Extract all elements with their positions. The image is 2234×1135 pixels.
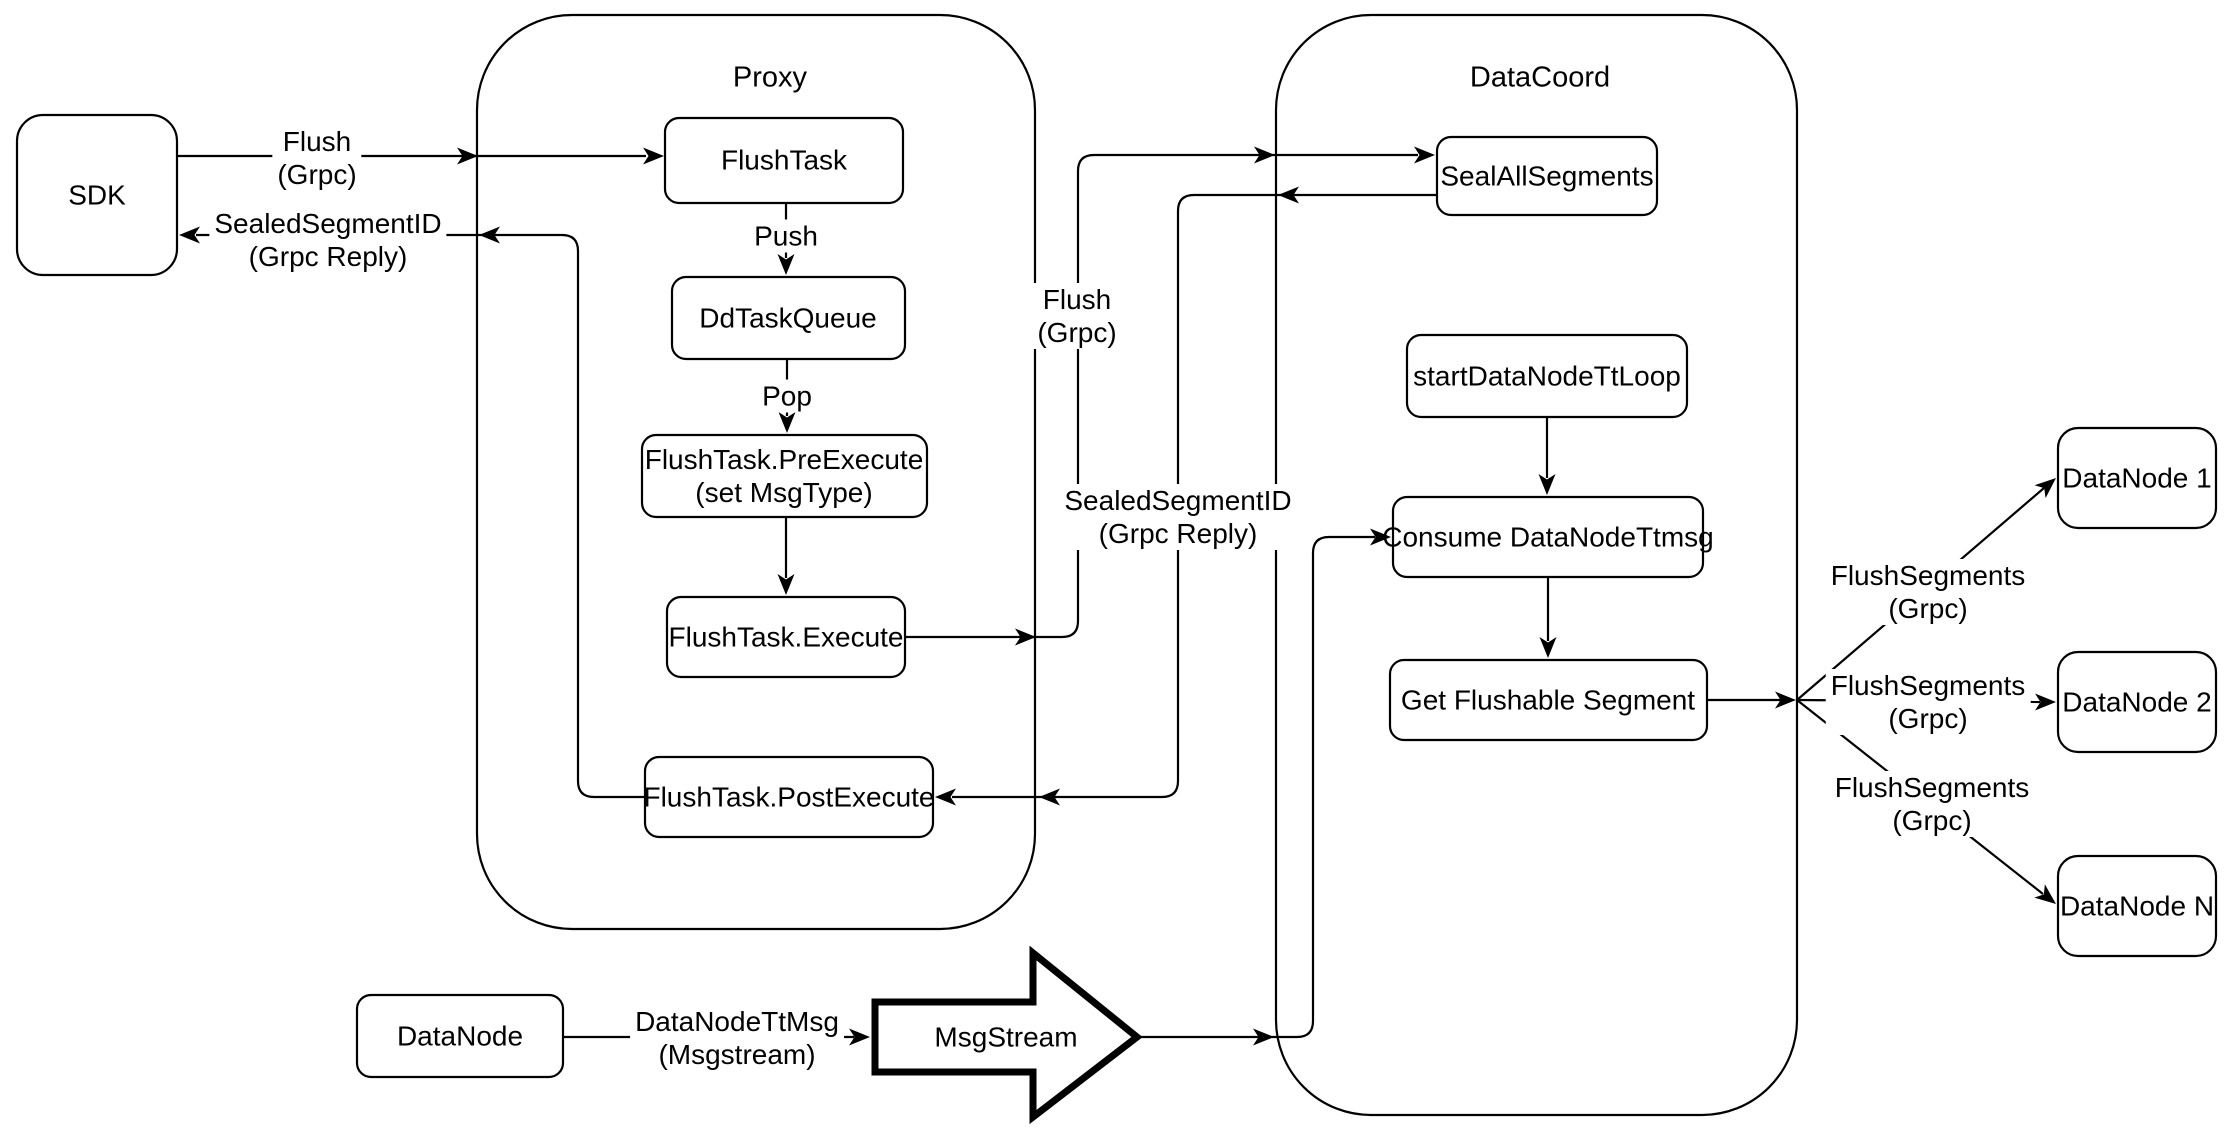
- edge-label-line: (Grpc): [1888, 593, 1968, 624]
- node-consumedatanodettmsg: [1391, 495, 1705, 579]
- edge-label-line: (Grpc Reply): [1098, 518, 1258, 549]
- edge-label-line: (Grpc): [1892, 805, 1972, 836]
- edge-label-sealedsegmentid-mid: SealedSegmentID (Grpc Reply): [1059, 484, 1297, 550]
- getflushablesegment-label: Get Flushable Segment: [1400, 684, 1696, 716]
- edge-label-line: FlushSegments: [1834, 772, 2030, 803]
- node-sealallsegments: [1435, 135, 1659, 217]
- edge-label-sealedsegmentid-sdk: SealedSegmentID (Grpc Reply): [209, 207, 447, 273]
- datanode2-label: DataNode 2: [2062, 686, 2212, 718]
- edge-label-line: (Grpc): [1037, 317, 1117, 348]
- edge-label-line: FlushSegments: [1830, 670, 2026, 701]
- edge-label-datanodettmsg: DataNodeTtMsg (Msgstream): [630, 1005, 844, 1071]
- edge-label-line: Flush: [282, 126, 352, 157]
- preexecute-label-line1: FlushTask.PreExecute: [644, 444, 924, 475]
- postexecute-label: FlushTask.PostExecute: [643, 781, 935, 813]
- node-startdatanodettloop: [1405, 333, 1689, 419]
- edge-execute-to-sealallsegments: [905, 153, 1418, 639]
- sdk-label: SDK: [68, 179, 126, 211]
- execute-label: FlushTask.Execute: [668, 621, 904, 653]
- datanode-label: DataNode: [396, 1020, 524, 1052]
- edge-label-line: (Grpc Reply): [248, 241, 408, 272]
- node-flushtask: [663, 116, 905, 205]
- node-preexecute: [640, 433, 929, 519]
- edge-msgstream-to-consume: [1137, 535, 1375, 1039]
- edge-label-line: Flush: [1042, 284, 1112, 315]
- edge-label-pop: Pop: [757, 379, 817, 413]
- preexecute-label-line2: (set MsgType): [695, 477, 873, 508]
- proxy-title: Proxy: [732, 61, 808, 94]
- node-datanode2: [2056, 650, 2218, 754]
- edge-label-line: DataNodeTtMsg: [635, 1006, 839, 1037]
- node-execute: [665, 595, 907, 679]
- edge-label-push: Push: [749, 219, 823, 253]
- node-datanode: [355, 993, 565, 1079]
- edge-label-line: SealedSegmentID: [214, 208, 442, 239]
- edge-label-line: (Msgstream): [658, 1039, 816, 1070]
- node-sdk: [15, 113, 179, 277]
- edge-label-flushsegments-1: FlushSegments (Grpc): [1825, 559, 2031, 625]
- node-datanoden: [2056, 854, 2218, 958]
- node-ddtaskqueue: [670, 275, 907, 361]
- edge-label-flushsegments-3: FlushSegments (Grpc): [1829, 771, 2035, 837]
- edge-label-line: (Grpc): [1888, 703, 1968, 734]
- preexecute-label: FlushTask.PreExecute (set MsgType): [645, 443, 924, 509]
- edge-label-line: SealedSegmentID: [1064, 485, 1292, 516]
- edge-label-flush-grpc-mid: Flush (Grpc): [1032, 283, 1122, 349]
- datacoord-title: DataCoord: [1469, 61, 1611, 94]
- node-datanode1: [2056, 426, 2218, 530]
- sealallsegments-label: SealAllSegments: [1440, 160, 1654, 192]
- nodes: [15, 113, 2218, 1125]
- edge-label-line: (Grpc): [277, 159, 357, 190]
- edge-postexecute-to-sdk: [196, 233, 645, 799]
- msgstream-label: MsgStream: [934, 1021, 1078, 1053]
- edge-label-flush-grpc-sdk: Flush (Grpc): [272, 125, 362, 191]
- edge-label-line: FlushSegments: [1830, 560, 2026, 591]
- ddtaskqueue-label: DdTaskQueue: [699, 302, 877, 334]
- startdatanodettloop-label: startDataNodeTtLoop: [1413, 360, 1681, 392]
- node-postexecute: [643, 755, 935, 839]
- node-getflushablesegment: [1388, 658, 1709, 742]
- edge-label-flushsegments-2: FlushSegments (Grpc): [1825, 669, 2031, 735]
- node-msgstream-arrow-shape: [871, 945, 1143, 1125]
- consumedatanodettmsg-label: Consume DataNodeTtmsg: [1382, 521, 1714, 553]
- flushtask-label: FlushTask: [720, 144, 848, 176]
- datanoden-label: DataNode N: [2059, 890, 2215, 922]
- datanode1-label: DataNode 1: [2062, 462, 2212, 494]
